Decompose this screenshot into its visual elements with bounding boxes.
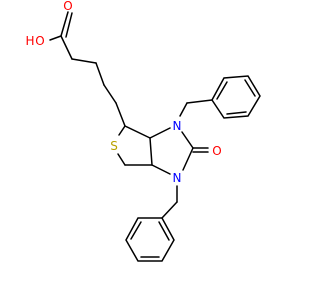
aromatic-bond-lower-3 <box>158 221 170 241</box>
bond-c-s-1 <box>118 125 126 136</box>
molecule-structure: O H O S N N O <box>25 0 261 262</box>
bond-c-o-double-2 <box>65 12 73 38</box>
nitrogen-upper-label: N <box>173 119 182 133</box>
aromatic-bond-lower-1 <box>130 221 142 240</box>
sulfur-label: S <box>110 139 118 153</box>
phenyl-ring-lower <box>125 217 175 262</box>
bond-ring-top <box>124 125 151 139</box>
bond-c-o-double-1 <box>60 11 69 37</box>
bond-chain-4 <box>103 84 117 104</box>
bond-s-c-2 <box>117 153 126 166</box>
benzyl-lower <box>125 185 178 262</box>
bond-co-n-lower <box>182 147 194 171</box>
amide-o-label: O <box>212 144 221 158</box>
bond-c-oh <box>49 35 62 41</box>
aromatic-bond-upper-2 <box>244 79 256 97</box>
bond-chain-3 <box>95 62 105 86</box>
nitrogen-lower-label: N <box>173 171 182 185</box>
aromatic-bond-upper-3 <box>216 81 228 100</box>
bond-chain-5 <box>115 102 126 127</box>
phenyl-ring-upper <box>211 75 261 119</box>
bond-n-ch2-upper <box>179 102 188 117</box>
molecule-canvas: O H O S N N O <box>25 0 261 262</box>
aromatic-bond-upper-1 <box>226 111 247 115</box>
bond-n-c-lower <box>151 164 171 175</box>
bond-chain-1 <box>60 35 73 60</box>
bond-ch2-ph-upper <box>186 99 213 104</box>
pentanoic-acid-chain <box>49 11 126 127</box>
bond-c-n-upper <box>149 127 171 139</box>
thiolane-ring <box>117 125 153 166</box>
imidazolidinone-ring <box>149 127 209 175</box>
hydroxyl-h-label: H <box>25 34 34 48</box>
atom-labels: O H O S N N O <box>25 0 221 185</box>
benzyl-upper <box>179 75 261 119</box>
bond-n-co-upper <box>181 131 194 149</box>
bond-fusion <box>149 137 153 166</box>
carbonyl-o-label: O <box>63 0 72 13</box>
hydroxyl-o-label: O <box>35 34 44 48</box>
bond-ch2-ph-lower <box>161 201 178 219</box>
bond-chain-2 <box>71 58 97 64</box>
